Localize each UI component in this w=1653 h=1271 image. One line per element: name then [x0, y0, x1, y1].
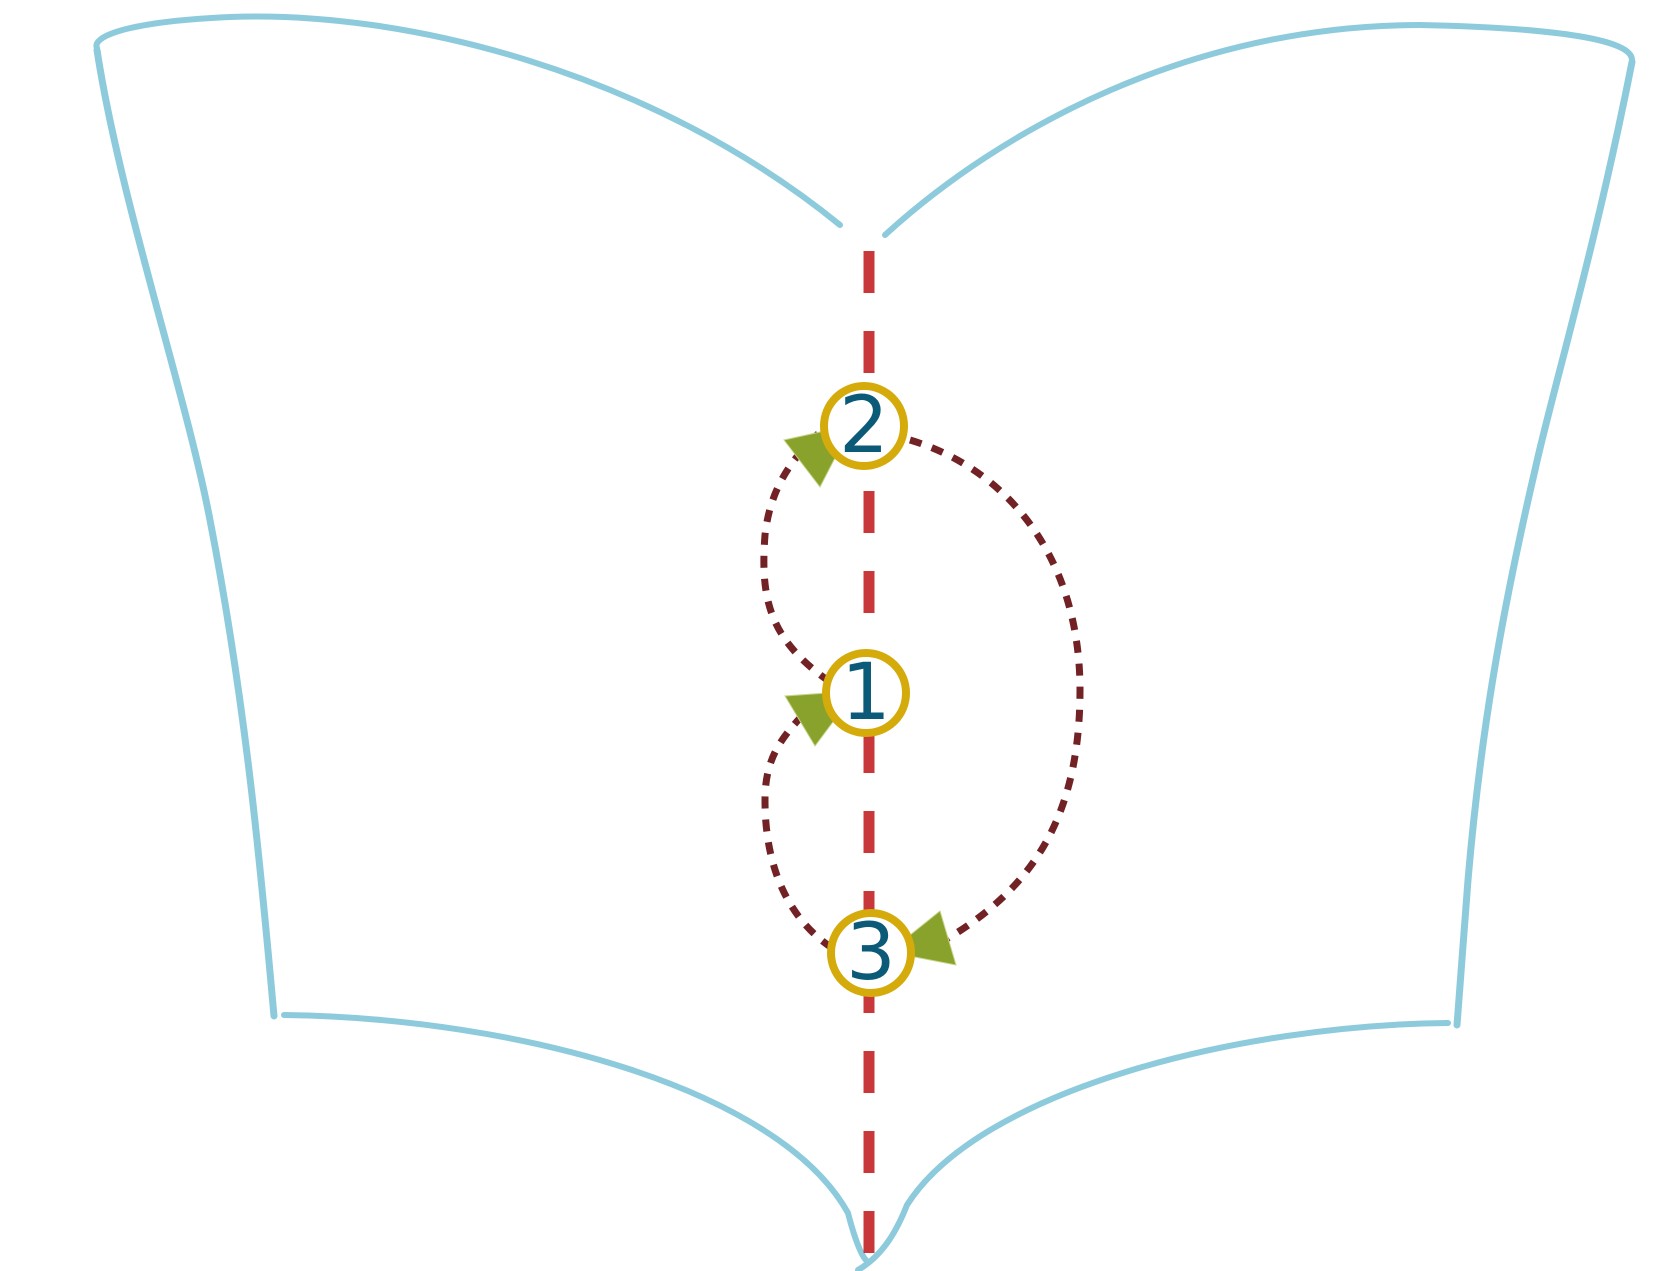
route-1-to-2 [760, 429, 833, 685]
marker-1: 1 [822, 648, 910, 738]
route-paths [760, 429, 1084, 951]
left-page-bottom-edge [281, 1012, 871, 1265]
marker-2: 2 [820, 381, 908, 471]
marker-ring [822, 649, 910, 737]
right-page-top-edge [882, 21, 1635, 238]
book-outline [93, 13, 1636, 1271]
marker-number: 3 [846, 908, 896, 998]
route-2-to-3 [908, 436, 1084, 944]
marker-ring [827, 909, 915, 997]
marker-number: 2 [839, 381, 889, 471]
marker-ring [820, 382, 908, 470]
marker-number: 1 [841, 648, 891, 738]
left-page-top-edge [93, 13, 843, 228]
right-page-bottom-edge [855, 1020, 1451, 1271]
marker-3: 3 [827, 908, 915, 998]
right-page-outer-edge [1453, 58, 1636, 1029]
left-page-outer-edge [93, 46, 278, 1020]
route-3-to-1 [761, 715, 834, 951]
